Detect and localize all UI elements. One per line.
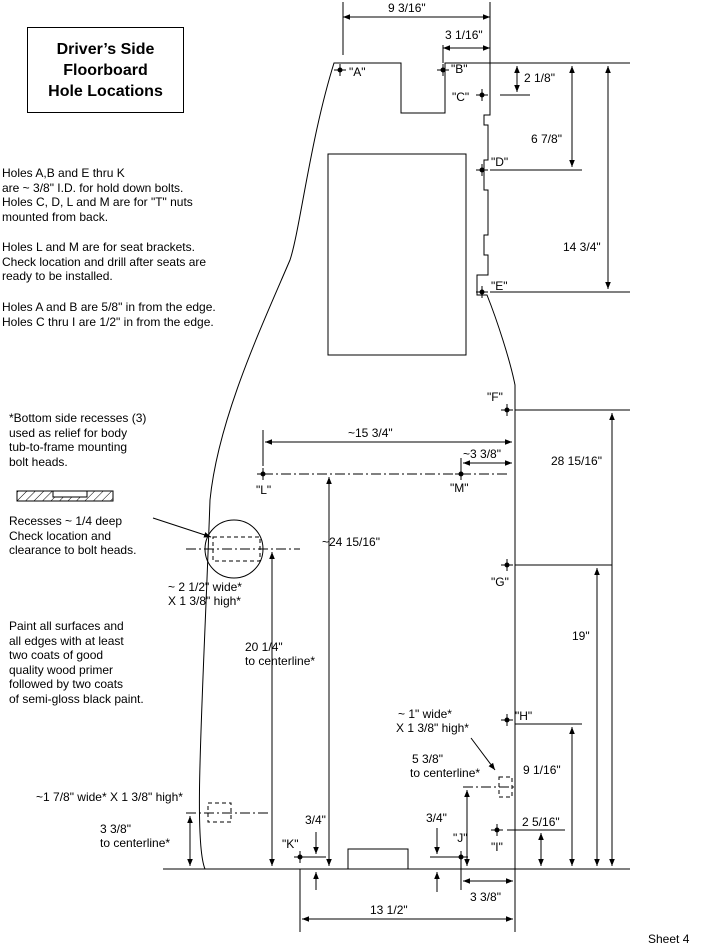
seat-area bbox=[327, 153, 467, 356]
dim-f-bottom: 28 15/16" bbox=[551, 454, 602, 468]
floorboard-outline bbox=[198, 62, 516, 870]
dim-recess1-center: 20 1/4"to centerline* bbox=[245, 640, 315, 668]
dim-top-width: 9 3/16" bbox=[388, 1, 426, 15]
hole-label-m: "M" bbox=[450, 481, 469, 495]
recess-section-detail bbox=[16, 490, 114, 502]
dim-j-bottom: 3/4" bbox=[426, 811, 447, 825]
hole-label-d: "D" bbox=[491, 155, 508, 169]
dim-k-bottom: 3/4" bbox=[305, 813, 326, 827]
note-seat: Holes L and M are for seat brackets.Chec… bbox=[2, 240, 207, 283]
dim-i-bottom: 2 5/16" bbox=[522, 815, 560, 829]
dim-g-bottom: 19" bbox=[572, 629, 590, 643]
hole-label-a: "A" bbox=[349, 65, 366, 79]
hole-label-c: "C" bbox=[452, 90, 469, 104]
dim-c-e: 14 3/4" bbox=[563, 240, 601, 254]
dim-m-offset: ~3 3/8" bbox=[463, 447, 501, 461]
note-edge: Holes A and B are 5/8" in from the edge.… bbox=[2, 300, 216, 329]
diagram-title: Driver’s Side Floorboard Hole Locations bbox=[48, 40, 163, 100]
dim-ab-c: 2 1/8" bbox=[524, 71, 555, 85]
hole-label-f: "F" bbox=[487, 390, 503, 404]
dim-recess2-center: 5 3/8"to centerline* bbox=[410, 752, 480, 780]
dim-lm-bottom: ~24 15/16" bbox=[322, 535, 380, 549]
hole-label-k: "K" bbox=[282, 837, 299, 851]
dim-top-notch: 3 1/16" bbox=[445, 28, 483, 42]
dim-recess2-size: ~ 1" wide*X 1 3/8" high* bbox=[396, 707, 469, 735]
hole-label-b: "B" bbox=[451, 62, 468, 76]
hole-label-j: "J" bbox=[453, 831, 468, 845]
dim-lm-width: ~15 3/4" bbox=[348, 426, 393, 440]
dim-recess1-size: ~ 2 1/2" wide*X 1 3/8" high* bbox=[168, 580, 242, 608]
dim-recess3-size: ~1 7/8" wide* X 1 3/8" high* bbox=[36, 790, 183, 804]
title-box: Driver’s Side Floorboard Hole Locations bbox=[27, 27, 184, 113]
dim-c-d: 6 7/8" bbox=[531, 132, 562, 146]
hole-label-l: "L" bbox=[256, 483, 271, 497]
dim-bottom-width: 13 1/2" bbox=[370, 903, 408, 917]
hole-markers bbox=[257, 64, 513, 863]
hole-label-h: "H" bbox=[515, 709, 532, 723]
hole-label-g: "G" bbox=[491, 575, 509, 589]
hole-label-e: "E" bbox=[491, 279, 508, 293]
hole-label-i: "I" bbox=[491, 840, 503, 854]
sheet-number: Sheet 4 bbox=[648, 932, 690, 946]
dim-recess3-center: 3 3/8"to centerline* bbox=[100, 822, 170, 850]
note-recess: *Bottom side recesses (3)used as relief … bbox=[9, 411, 147, 469]
dim-h-bottom: 9 1/16" bbox=[523, 763, 561, 777]
dim-j-right: 3 3/8" bbox=[470, 890, 501, 904]
